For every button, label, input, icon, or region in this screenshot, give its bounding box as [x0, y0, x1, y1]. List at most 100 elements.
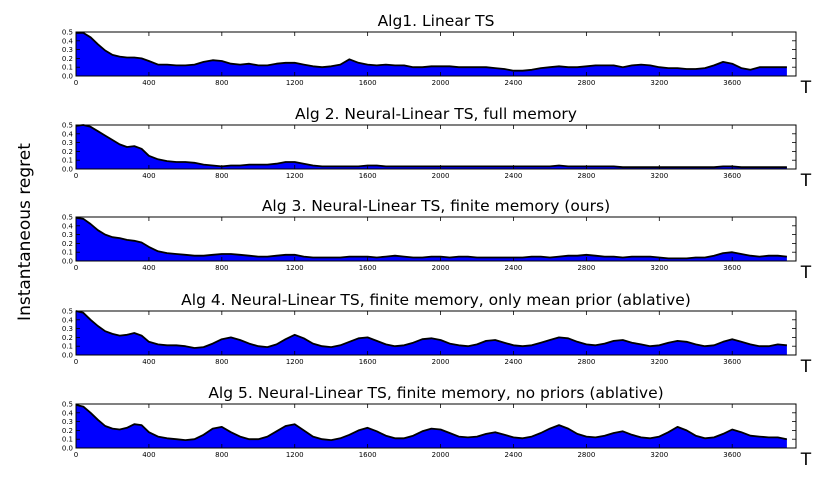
x-tick-label: 2800: [577, 79, 595, 87]
x-tick-label: 2800: [577, 264, 595, 272]
series-area: [76, 125, 787, 169]
y-tick-label: 0.0: [62, 258, 73, 266]
figure-ylabel: Instantaneous regret: [15, 143, 35, 321]
x-tick-label: 0: [74, 172, 78, 180]
x-tick-label: 800: [215, 358, 228, 366]
series-line: [75, 124, 787, 169]
y-tick-label: 0.2: [62, 240, 73, 248]
x-tick-label: 400: [142, 172, 155, 180]
x-tick-label: 1600: [359, 358, 377, 366]
series-area: [76, 404, 787, 448]
x-tick-label: 3200: [650, 358, 668, 366]
x-tick-label: 2800: [577, 172, 595, 180]
y-tick-label: 0.1: [62, 343, 73, 351]
y-tick-label: 0.2: [62, 55, 73, 63]
x-tick-label: 2000: [432, 358, 450, 366]
series-area: [76, 311, 787, 355]
x-tick-label: 800: [215, 172, 228, 180]
y-tick-label: 0.5: [62, 29, 73, 37]
x-tick-label: 2000: [432, 451, 450, 459]
x-tick-label: 3600: [723, 79, 741, 87]
x-tick-label: 400: [142, 451, 155, 459]
panel-title: Alg 2. Neural-Linear TS, full memory: [295, 105, 577, 123]
y-tick-label: 0.3: [62, 46, 73, 54]
y-tick-label: 0.3: [62, 418, 73, 426]
x-tick-label: 0: [74, 358, 78, 366]
y-tick-label: 0.1: [62, 436, 73, 444]
x-tick-label: 2400: [505, 358, 523, 366]
y-tick-label: 0.3: [62, 325, 73, 333]
x-tick-label: 3600: [723, 451, 741, 459]
x-tick-label: 2000: [432, 172, 450, 180]
y-tick-label: 0.0: [62, 445, 73, 453]
panel-title: Alg1. Linear TS: [378, 12, 495, 30]
x-tick-label: 2000: [432, 79, 450, 87]
panel-title: Alg 4. Neural-Linear TS, finite memory, …: [181, 291, 691, 309]
series-area: [76, 32, 787, 76]
x-tick-label: 3600: [723, 264, 741, 272]
x-tick-label: 400: [142, 358, 155, 366]
x-axis-label: T: [800, 78, 812, 98]
y-tick-label: 0.2: [62, 148, 73, 156]
plot-frame: [75, 124, 797, 170]
x-tick-label: 3600: [723, 172, 741, 180]
x-tick-label: 1200: [286, 358, 304, 366]
y-tick-label: 0.2: [62, 334, 73, 342]
y-tick-label: 0.0: [62, 73, 73, 81]
x-tick-label: 3200: [650, 79, 668, 87]
series-line: [76, 32, 787, 72]
x-tick-label: 400: [142, 79, 155, 87]
y-tick-label: 0.1: [62, 64, 73, 72]
x-tick-label: 800: [215, 451, 228, 459]
x-tick-label: 800: [215, 264, 228, 272]
x-tick-label: 1200: [286, 172, 304, 180]
x-tick-label: 3200: [650, 172, 668, 180]
x-tick-label: 2400: [505, 264, 523, 272]
x-tick-label: 1600: [359, 172, 377, 180]
x-axis-label: T: [800, 171, 812, 191]
plot-frame: [75, 310, 797, 356]
plot-frame: [75, 31, 797, 77]
series-area: [76, 217, 787, 261]
y-tick-label: 0.1: [62, 249, 73, 257]
x-axis-label: T: [800, 263, 812, 283]
x-tick-label: 3600: [723, 358, 741, 366]
y-tick-label: 0.2: [62, 427, 73, 435]
y-tick-label: 0.1: [62, 157, 73, 165]
x-tick-label: 2800: [577, 358, 595, 366]
y-tick-label: 0.4: [62, 130, 74, 138]
x-tick-label: 1200: [286, 451, 304, 459]
y-tick-label: 0.4: [62, 409, 74, 417]
x-tick-label: 1200: [286, 264, 304, 272]
y-tick-label: 0.3: [62, 139, 73, 147]
y-tick-label: 0.5: [62, 308, 73, 316]
x-tick-label: 0: [74, 79, 78, 87]
y-tick-label: 0.5: [62, 401, 73, 409]
x-tick-label: 1200: [286, 79, 304, 87]
x-tick-label: 0: [74, 264, 78, 272]
x-tick-label: 1600: [359, 451, 377, 459]
series-line: [75, 404, 788, 441]
x-tick-label: 1600: [359, 264, 377, 272]
x-tick-label: 0: [74, 451, 78, 459]
x-tick-label: 2800: [577, 451, 595, 459]
plot-frame: [75, 403, 797, 449]
y-tick-label: 0.0: [62, 166, 73, 174]
series-line: [75, 217, 787, 260]
panel-title: Alg 5. Neural-Linear TS, finite memory, …: [208, 384, 663, 402]
y-tick-label: 0.0: [62, 352, 73, 360]
x-tick-label: 2400: [505, 451, 523, 459]
x-tick-label: 1600: [359, 79, 377, 87]
y-tick-label: 0.4: [62, 37, 74, 45]
y-tick-label: 0.4: [62, 222, 74, 230]
x-tick-label: 3200: [650, 451, 668, 459]
x-tick-label: 400: [142, 264, 155, 272]
plot-frame: [75, 216, 797, 262]
x-axis-label: T: [800, 357, 812, 377]
panel-title: Alg 3. Neural-Linear TS, finite memory (…: [262, 197, 610, 215]
y-tick-label: 0.3: [62, 231, 73, 239]
y-tick-label: 0.5: [62, 214, 73, 222]
series-line: [75, 310, 787, 349]
